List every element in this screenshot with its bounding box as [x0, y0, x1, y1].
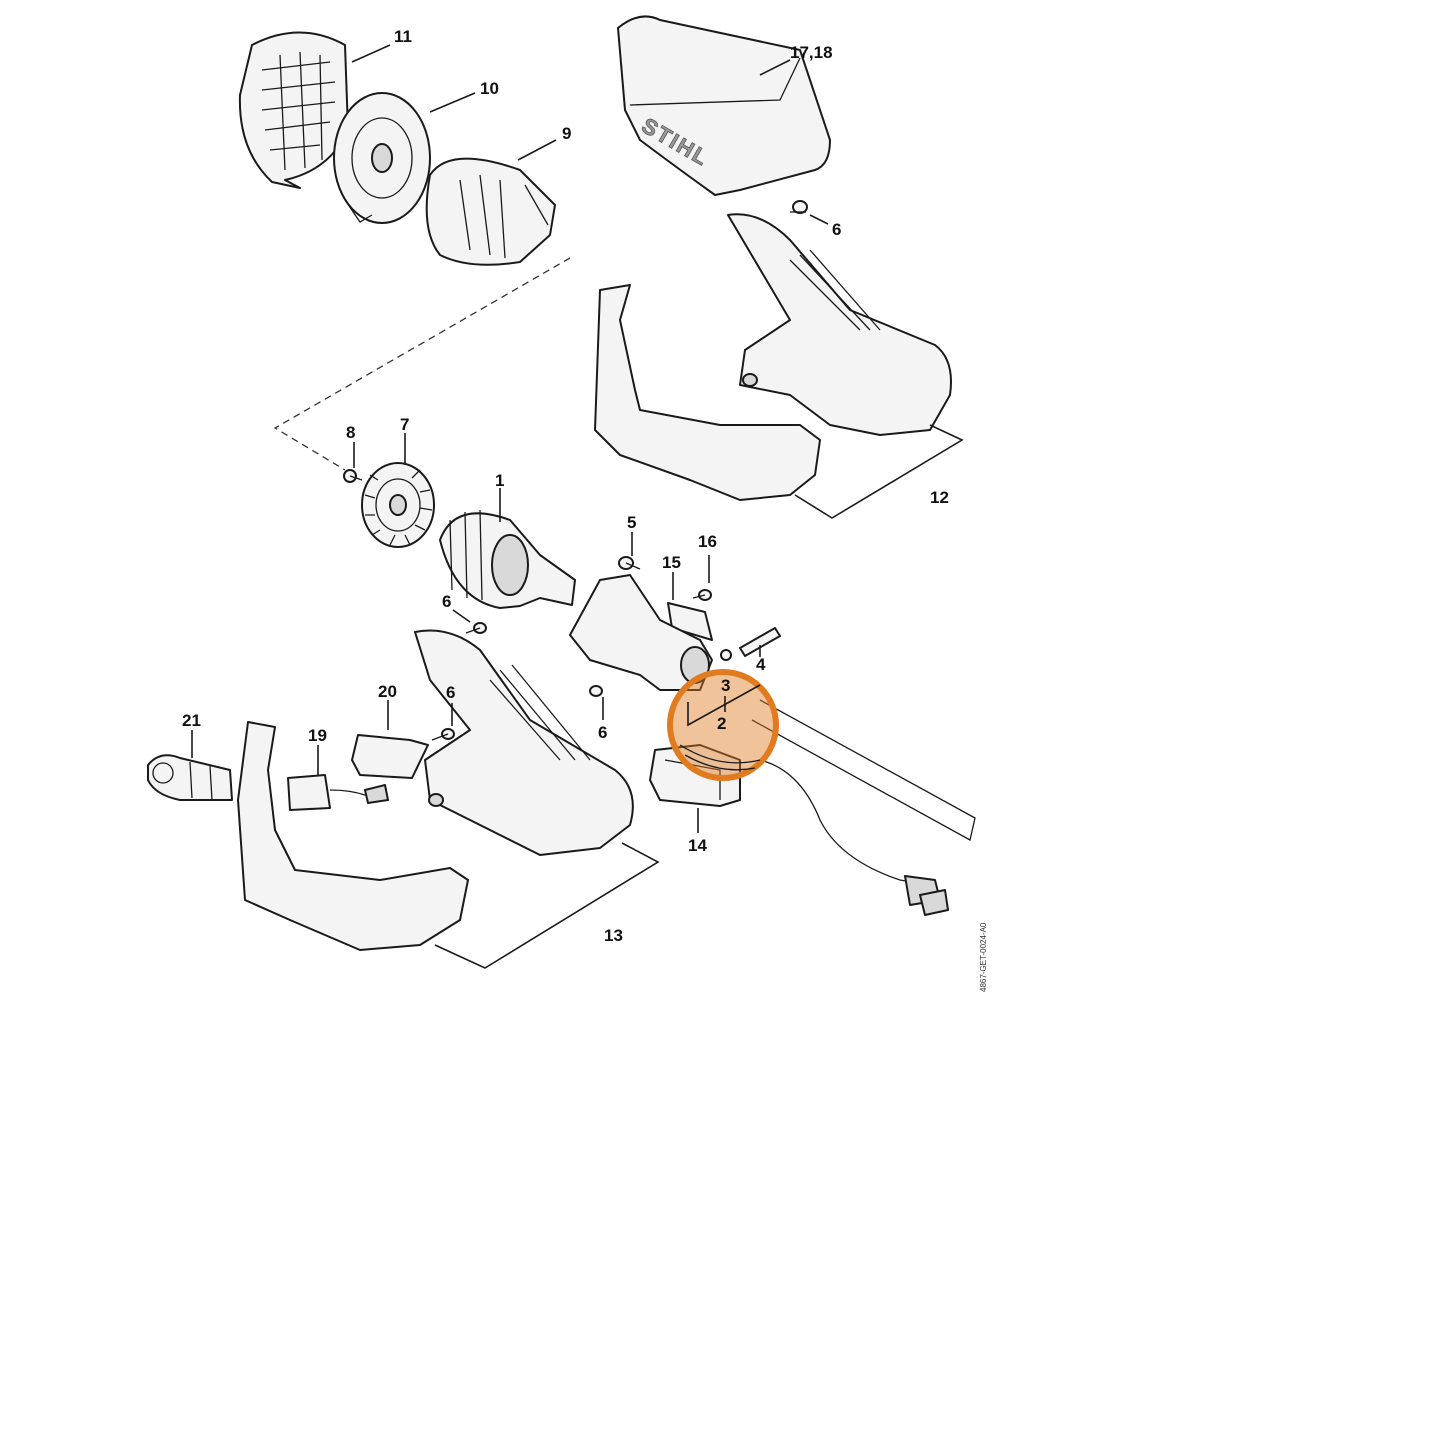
- part-17-18-top-cover: STIHL: [617, 15, 831, 196]
- callout-6-mid: 6: [442, 592, 451, 611]
- doc-reference: 4867-GET-0024-A0: [979, 922, 988, 992]
- part-19-socket: [287, 774, 389, 811]
- part-20-clip: [351, 734, 429, 779]
- part-9-shroud: [425, 157, 556, 266]
- part-15-bracket: [667, 602, 713, 641]
- leader-11: [351, 44, 391, 63]
- callout-2: 2: [717, 714, 726, 733]
- bracket-13: [434, 842, 660, 969]
- callout-6-housing: 6: [598, 723, 607, 742]
- callout-19: 19: [308, 726, 327, 745]
- part-12-housing-half: [594, 213, 952, 501]
- leader-17-18: [759, 59, 791, 76]
- callout-7: 7: [400, 415, 409, 434]
- callout-20: 20: [378, 682, 397, 701]
- callout-13: 13: [604, 926, 623, 945]
- callout-8: 8: [346, 423, 355, 442]
- part-16-screw: [692, 589, 712, 601]
- part-6-screw-top: [790, 200, 808, 214]
- part-4-screw: [720, 627, 781, 661]
- callout-5: 5: [627, 513, 636, 532]
- callout-14: 14: [688, 836, 707, 855]
- part-11-fan-cover: [238, 31, 349, 189]
- part-21-plug-cap: [147, 754, 233, 801]
- part-7-fan-wheel: [361, 462, 435, 548]
- part-10-fan-housing: [333, 92, 431, 224]
- part-handle-tube: [751, 699, 976, 916]
- callout-9: 9: [562, 124, 571, 143]
- callout-3: 3: [721, 676, 730, 695]
- leader-10: [429, 92, 476, 113]
- bracket-12: [794, 424, 964, 519]
- callout-21: 21: [182, 711, 201, 730]
- callout-6-lower: 6: [446, 683, 455, 702]
- leader-6-top: [809, 214, 829, 225]
- callout-6-top: 6: [832, 220, 841, 239]
- leader-9: [517, 139, 557, 161]
- leader-3: [687, 684, 761, 727]
- callout-15: 15: [662, 553, 681, 572]
- callout-16: 16: [698, 532, 717, 551]
- part-1-motor: [439, 509, 576, 609]
- callout-4: 4: [756, 655, 766, 674]
- part-8-screw: [343, 469, 363, 483]
- callout-12: 12: [930, 488, 949, 507]
- callout-11: 11: [394, 27, 412, 46]
- part-6-screw-mid: [465, 622, 487, 634]
- callout-17-18: 17,18: [790, 43, 833, 62]
- assembly-guide-dashed-line: [273, 257, 571, 471]
- part-6-screw-housing: [589, 685, 603, 697]
- part-13-housing-half: [237, 629, 634, 951]
- highlight-marker: [667, 669, 779, 781]
- part-5-screw: [618, 556, 641, 570]
- callout-10: 10: [480, 79, 499, 98]
- leader-6-mid: [452, 609, 471, 623]
- callout-1: 1: [495, 471, 504, 490]
- part-6-screw-lower: [431, 728, 455, 741]
